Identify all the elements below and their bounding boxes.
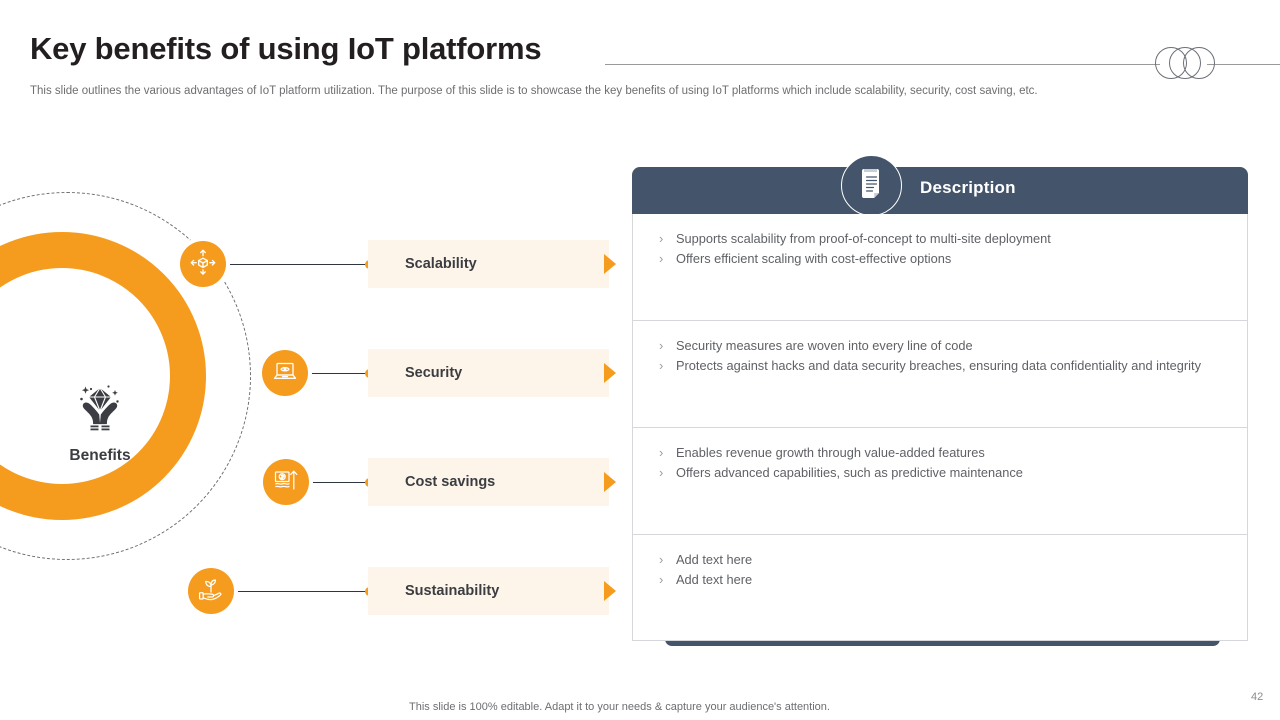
description-text: Protects against hacks and data security… bbox=[676, 357, 1201, 373]
label-pill-sustainability[interactable]: Sustainability bbox=[368, 567, 609, 615]
chevron-right-icon: › bbox=[659, 231, 664, 246]
connector-cost-savings bbox=[312, 482, 367, 484]
footer-note: This slide is 100% editable. Adapt it to… bbox=[409, 701, 830, 713]
description-text: Offers advanced capabilities, such as pr… bbox=[676, 464, 1023, 480]
list-item: › Enables revenue growth through value-a… bbox=[659, 444, 1225, 463]
pill-arrow-cost-savings bbox=[604, 472, 616, 492]
list-item: › Offers efficient scaling with cost-eff… bbox=[659, 250, 1225, 269]
page-number: 42 bbox=[1251, 691, 1264, 703]
ring-3 bbox=[1183, 47, 1215, 79]
description-text[interactable]: Add text here bbox=[676, 571, 753, 587]
three-overlapping-circles-icon bbox=[1155, 47, 1215, 81]
diagram-center-label: Benefits bbox=[69, 447, 131, 464]
description-text: Supports scalability from proof-of-conce… bbox=[676, 231, 1051, 246]
list-item: › Add text here bbox=[659, 551, 1225, 570]
list-item: › Offers advanced capabilities, such as … bbox=[659, 464, 1225, 483]
chevron-right-icon: › bbox=[659, 338, 664, 353]
description-panel-title: Description bbox=[920, 178, 1016, 197]
connector-sustainability bbox=[237, 591, 367, 593]
label-pill-sustainability-text: Sustainability bbox=[405, 583, 500, 599]
chevron-right-icon: › bbox=[659, 445, 664, 460]
description-text: Security measures are woven into every l… bbox=[676, 338, 973, 353]
list-item: › Security measures are woven into every… bbox=[659, 337, 1225, 356]
title-rule-right bbox=[1207, 64, 1280, 65]
description-text[interactable]: Add text here bbox=[676, 552, 753, 567]
connector-scalability bbox=[229, 264, 367, 266]
description-section-security: › Security measures are woven into every… bbox=[633, 321, 1247, 428]
description-panel-body: › Supports scalability from proof-of-con… bbox=[632, 214, 1248, 641]
description-text: Offers efficient scaling with cost-effec… bbox=[676, 250, 952, 266]
money-gear-growth-icon bbox=[271, 465, 301, 500]
node-sustainability[interactable] bbox=[188, 568, 234, 614]
node-scalability[interactable] bbox=[180, 241, 226, 287]
node-cost-savings[interactable] bbox=[263, 459, 309, 505]
description-text: Enables revenue growth through value-add… bbox=[676, 445, 985, 460]
page-title: Key benefits of using IoT platforms bbox=[30, 31, 542, 66]
chevron-right-icon: › bbox=[659, 571, 664, 587]
label-pill-security-text: Security bbox=[405, 365, 463, 381]
label-pill-scalability[interactable]: Scalability bbox=[368, 240, 609, 288]
benefits-diagram: Benefits bbox=[0, 140, 630, 660]
chevron-right-icon: › bbox=[659, 250, 664, 266]
chevron-right-icon: › bbox=[659, 552, 664, 567]
description-panel: Description › bbox=[632, 155, 1248, 646]
diamond-in-hands-icon bbox=[38, 380, 162, 441]
page-subtitle: This slide outlines the various advantag… bbox=[30, 85, 1038, 97]
chevron-right-icon: › bbox=[659, 464, 664, 480]
description-section-sustainability: › Add text here › Add text here bbox=[633, 535, 1247, 642]
pill-arrow-security bbox=[604, 363, 616, 383]
description-section-cost-savings: › Enables revenue growth through value-a… bbox=[633, 428, 1247, 535]
description-icon-badge bbox=[841, 155, 902, 216]
chevron-right-icon: › bbox=[659, 357, 664, 373]
pill-arrow-scalability bbox=[604, 254, 616, 274]
description-section-scalability: › Supports scalability from proof-of-con… bbox=[633, 214, 1247, 321]
label-pill-cost-savings-text: Cost savings bbox=[405, 474, 496, 490]
label-pill-security[interactable]: Security bbox=[368, 349, 609, 397]
list-item: › Supports scalability from proof-of-con… bbox=[659, 230, 1225, 249]
list-item: › Protects against hacks and data securi… bbox=[659, 357, 1225, 376]
label-pill-scalability-text: Scalability bbox=[405, 256, 477, 272]
description-panel-header: Description bbox=[632, 167, 1248, 214]
node-security[interactable] bbox=[262, 350, 308, 396]
connector-security bbox=[311, 373, 367, 375]
laptop-with-eye-icon bbox=[270, 356, 300, 391]
hand-holding-plant-icon bbox=[196, 574, 226, 609]
cube-with-arrows-icon bbox=[188, 247, 218, 282]
document-icon bbox=[857, 166, 887, 205]
title-rule-left bbox=[605, 64, 1160, 65]
panel-base-shadow bbox=[665, 636, 1220, 646]
list-item: › Add text here bbox=[659, 571, 1225, 590]
label-pill-cost-savings[interactable]: Cost savings bbox=[368, 458, 609, 506]
pill-arrow-sustainability bbox=[604, 581, 616, 601]
diagram-center: Benefits bbox=[38, 380, 162, 465]
